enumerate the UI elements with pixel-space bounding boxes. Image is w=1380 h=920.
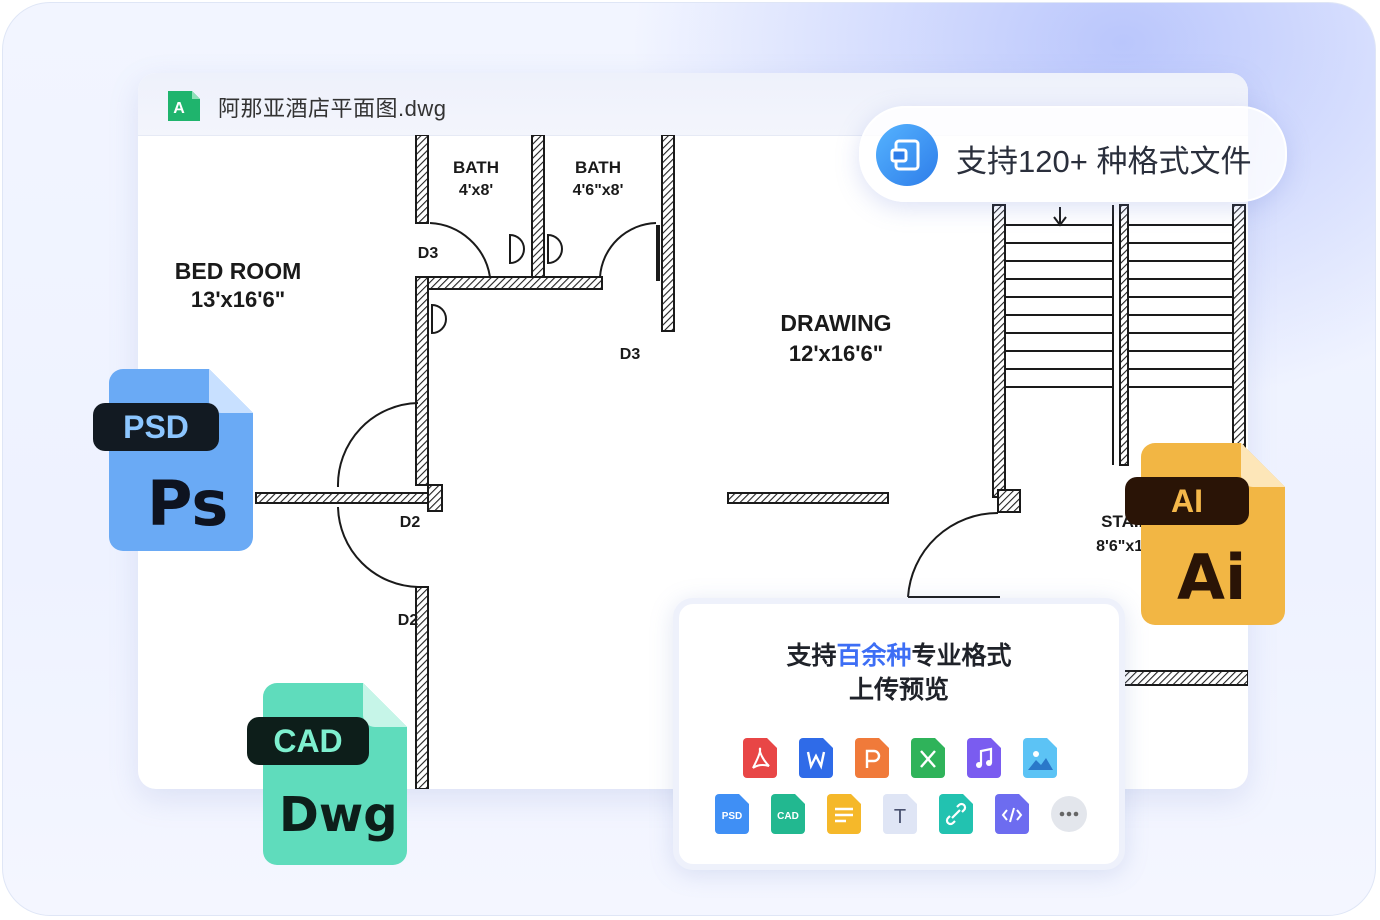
card-title-line-1: 支持百余种专业格式 [679,640,1119,673]
ai-big-label: Ai [1177,541,1247,614]
file-icon-letter: A [173,100,185,117]
psd-big-label: Ps [147,467,229,540]
dwg-file-icon: A [168,91,200,121]
card-title-suffix: 专业格式 [911,642,1012,670]
card-title-prefix: 支持 [786,642,837,670]
ai-file-badge: AI Ai [1125,443,1285,625]
wall [415,135,429,224]
cad-big-label: Dwg [279,787,398,843]
format-support-text: 支持120+ 种格式文件 [956,144,1252,179]
wall [1119,204,1129,466]
room-size-bath-1: 4'x8' [459,182,493,199]
room-size-bedroom: 13'x16'6" [191,287,285,312]
room-label-bath-1: BATH [453,158,499,177]
wall [992,204,1006,498]
door-jamb [427,484,443,512]
excel-icon [911,738,945,778]
window-header: A 阿那亚酒店平面图.dwg [138,73,1248,136]
ai-tag: AI [1125,477,1249,525]
image-icon [1023,738,1057,778]
pdf-icon [743,738,777,778]
psd-tag: PSD [93,403,219,451]
word-icon [799,738,833,778]
code-file-icon [995,794,1029,834]
wall [531,135,545,286]
txt-file-icon: T [883,794,917,834]
cad-file-badge: CAD Dwg [247,683,407,865]
wall [255,492,433,504]
floor-plan-drawing: BED ROOM 13'x16'6" BATH 4'x8' BATH 4'6"x… [175,135,1248,789]
link-file-icon [939,794,973,834]
room-label-drawing: DRAWING [780,310,891,336]
cad-file-icon: CAD [771,794,805,834]
wall [727,492,889,504]
format-support-pill: 支持120+ 种格式文件 [859,106,1287,202]
text-doc-icon [827,794,861,834]
room-label-bedroom: BED ROOM [175,258,302,284]
psd-file-label: PSD [722,811,743,822]
more-icon[interactable] [1051,796,1087,832]
psd-file-icon: PSD [715,794,749,834]
format-support-card: 支持百余种专业格式 上传预览 [673,598,1125,870]
document-convert-icon [876,124,938,186]
ppt-icon [855,738,889,778]
room-size-bath-2: 4'6"x8' [573,182,624,199]
room-size-stair: 8'6"x16' [1096,538,1156,555]
door-label: D3 [418,245,439,262]
psd-file-badge: PSD Ps [93,369,253,551]
wall [1122,670,1248,686]
door-jamb [997,489,1021,513]
wall [661,135,675,332]
room-label-bath-2: BATH [575,158,621,177]
txt-file-label: T [894,806,906,828]
wall [415,276,603,290]
door-label: D2 [400,514,421,531]
staircase [1005,205,1233,465]
wall [415,276,429,486]
room-size-drawing: 12'x16'6" [789,341,883,366]
cad-file-label: CAD [777,811,799,822]
card-title-line-2: 上传预览 [848,676,949,704]
cad-tag: CAD [247,717,369,765]
file-title: 阿那亚酒店平面图.dwg [218,96,447,121]
card-title-highlight: 百余种 [836,642,912,670]
door-swings [336,222,1000,598]
door-label: D3 [620,346,641,363]
audio-icon [967,738,1001,778]
wall [415,586,429,789]
door-label: D2 [398,612,419,629]
